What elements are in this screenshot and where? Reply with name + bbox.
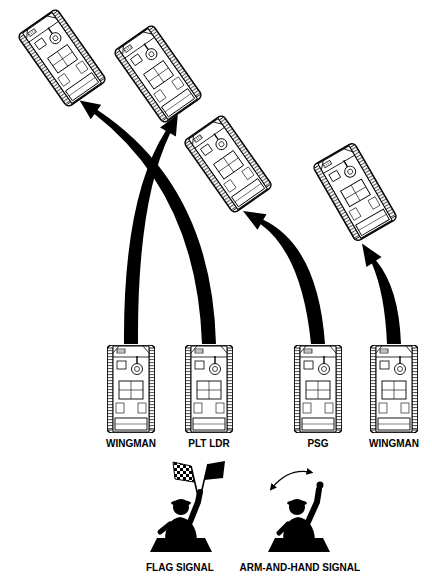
vehicle-icon (17, 8, 107, 108)
vehicle-shape (370, 345, 418, 433)
vehicle-icon (183, 114, 273, 214)
vehicle-label: PLT LDR (188, 438, 229, 450)
movement-arrow (80, 100, 216, 344)
vehicle-node: WINGMAN (103, 345, 159, 451)
vehicle-icon (185, 345, 233, 433)
movement-arrow (362, 244, 401, 345)
vehicle-shape (107, 345, 155, 433)
vehicle-shape (294, 345, 342, 433)
vehicle-icon (370, 345, 418, 433)
flag-signal-figure (150, 461, 225, 552)
movement-arrow (243, 211, 325, 344)
vehicle-label: PSG (307, 438, 328, 450)
vehicle-label: WINGMAN (106, 438, 156, 450)
signal-caption: ARM-AND-HAND SIGNAL (240, 562, 361, 574)
vehicle-shape (185, 345, 233, 433)
vehicle-icon (113, 24, 203, 124)
vehicle-icon (294, 345, 342, 433)
signal-caption-box: ARM-AND-HAND SIGNAL (240, 557, 361, 575)
vehicle-node: WINGMAN (366, 345, 422, 451)
vehicle-icon (107, 345, 155, 433)
vehicle-label: WINGMAN (369, 438, 419, 450)
signal-caption: FLAG SIGNAL (146, 562, 214, 574)
vehicle-icon (312, 142, 398, 242)
vehicle-node: PLT LDR (185, 345, 233, 451)
vehicle-node: PSG (294, 345, 342, 451)
arm-hand-signal-figure (268, 471, 330, 552)
signal-caption-box: FLAG SIGNAL (146, 557, 214, 575)
